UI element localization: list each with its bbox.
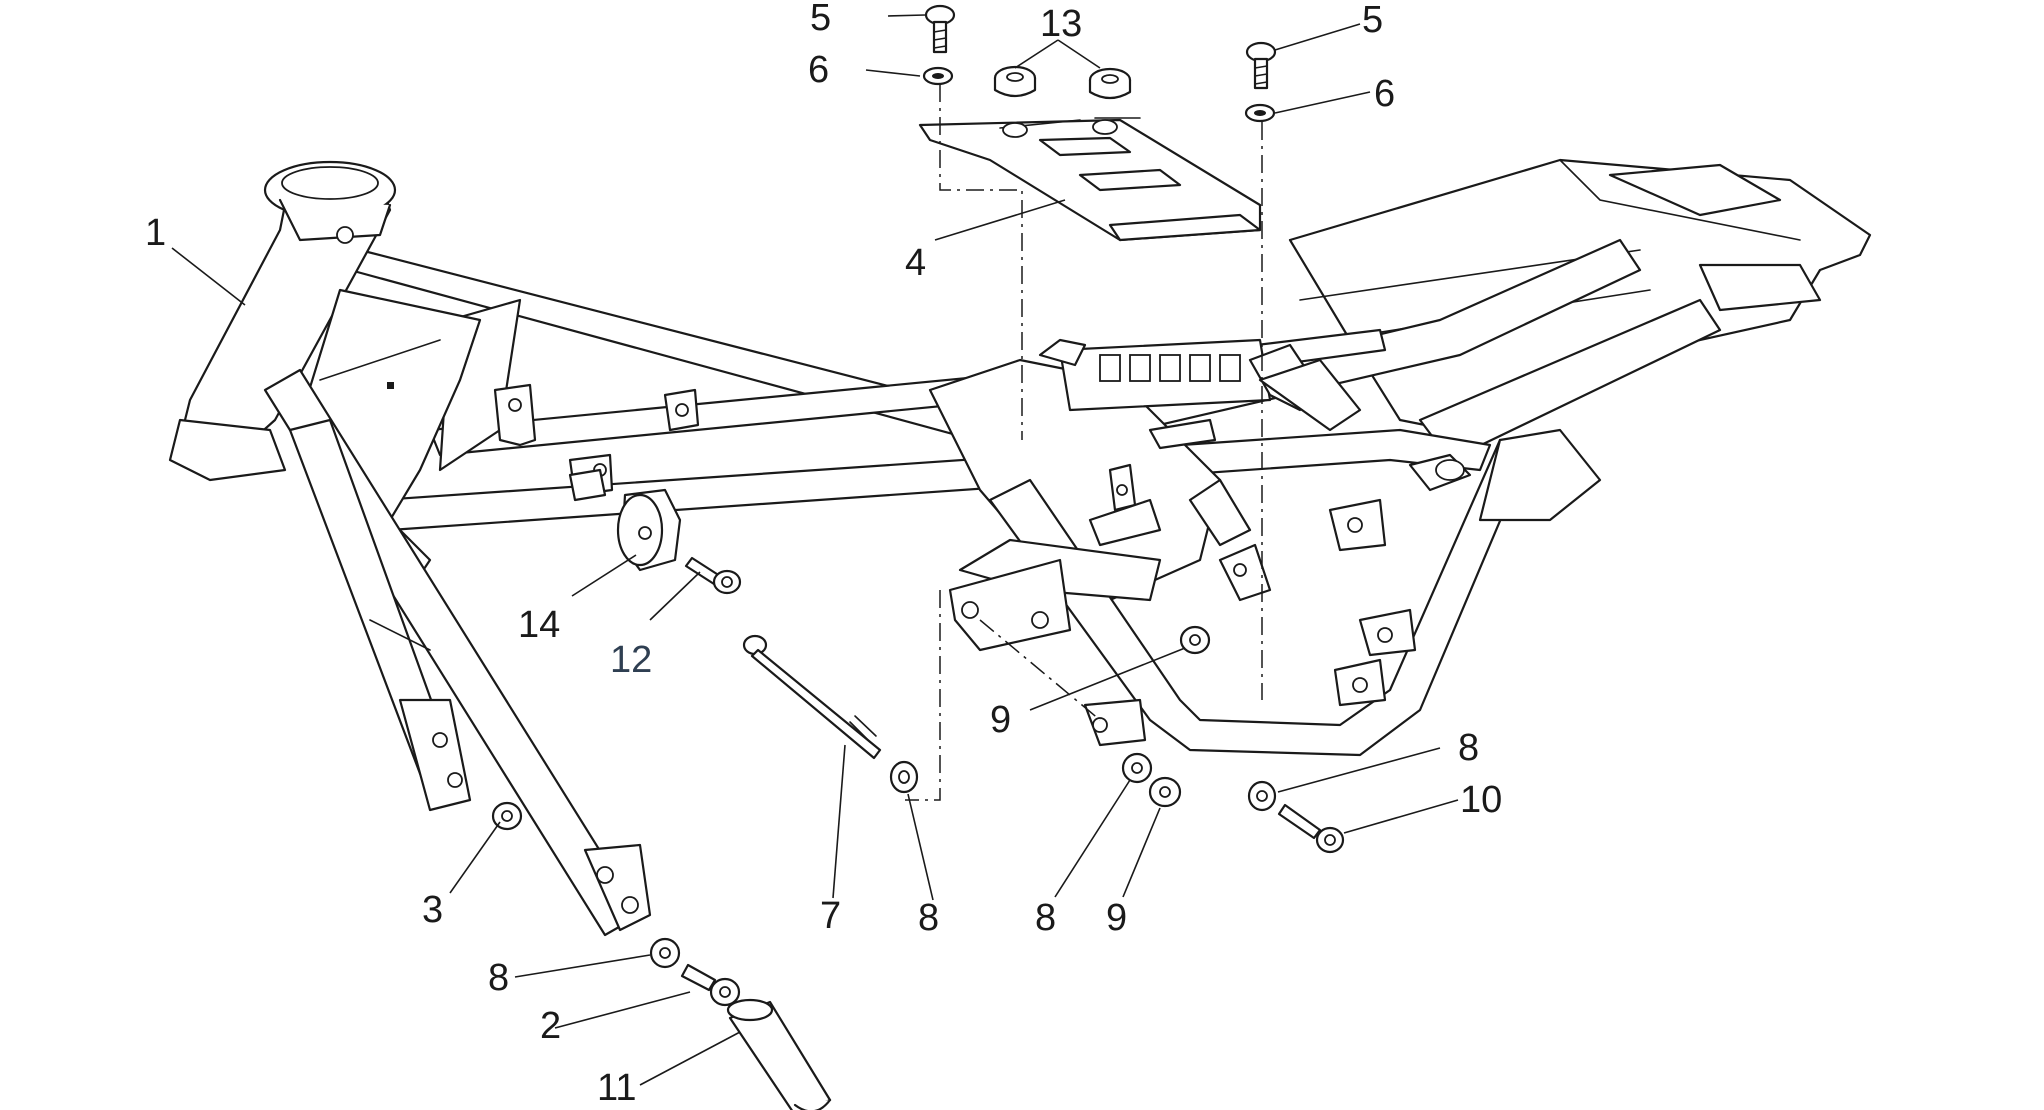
callout-6-left: 6	[808, 49, 829, 91]
callout-labels: 1 2 3 4 5 5 6 6 7 8 8 8 8 9 9 10 11 12 1…	[145, 0, 1502, 1109]
through-bolt-7	[742, 634, 882, 760]
screw-5-right	[1245, 41, 1277, 90]
leader-lines	[171, 14, 1459, 1086]
washer-8-right	[1247, 780, 1277, 812]
screw-5-left	[924, 4, 956, 54]
nut-9-lower	[1148, 776, 1182, 808]
callout-8-right: 8	[1458, 727, 1479, 769]
washer-8-left	[649, 937, 681, 969]
washer-8-lower	[1121, 752, 1153, 784]
callout-12: 12	[610, 639, 652, 681]
callout-2: 2	[540, 1005, 561, 1047]
bolt-12	[684, 556, 742, 595]
rubber-grommet-13-left	[993, 65, 1037, 98]
washer-8-center	[889, 760, 919, 794]
washer-6-left	[922, 66, 954, 86]
rubber-grommet-13-right	[1088, 67, 1132, 100]
nut-9-upper	[1179, 625, 1211, 655]
end-cap-11	[726, 998, 832, 1110]
motorcycle-frame	[168, 158, 1872, 937]
bolt-2	[680, 963, 741, 1007]
callout-4: 4	[905, 242, 926, 284]
washer-6-right	[1244, 103, 1276, 123]
callout-13: 13	[1040, 3, 1082, 45]
callout-9-lower: 9	[1106, 897, 1127, 939]
callout-6-right: 6	[1374, 73, 1395, 115]
bracket-plate-4	[918, 117, 1262, 242]
callout-10: 10	[1460, 779, 1502, 821]
callout-8-lower: 8	[1035, 897, 1056, 939]
assembly-centerlines	[905, 84, 1263, 801]
callout-8-center: 8	[918, 897, 939, 939]
callout-5-right: 5	[1362, 0, 1383, 41]
callout-9-upper: 9	[990, 699, 1011, 741]
callout-7: 7	[820, 895, 841, 937]
callout-11: 11	[597, 1067, 636, 1109]
callout-8-left: 8	[488, 957, 509, 999]
callout-5-left: 5	[810, 0, 831, 39]
bolt-10	[1277, 803, 1345, 854]
callout-14: 14	[518, 604, 560, 646]
callout-1: 1	[145, 212, 166, 254]
callout-3: 3	[422, 889, 443, 931]
engine-mount-rubber	[616, 488, 682, 572]
